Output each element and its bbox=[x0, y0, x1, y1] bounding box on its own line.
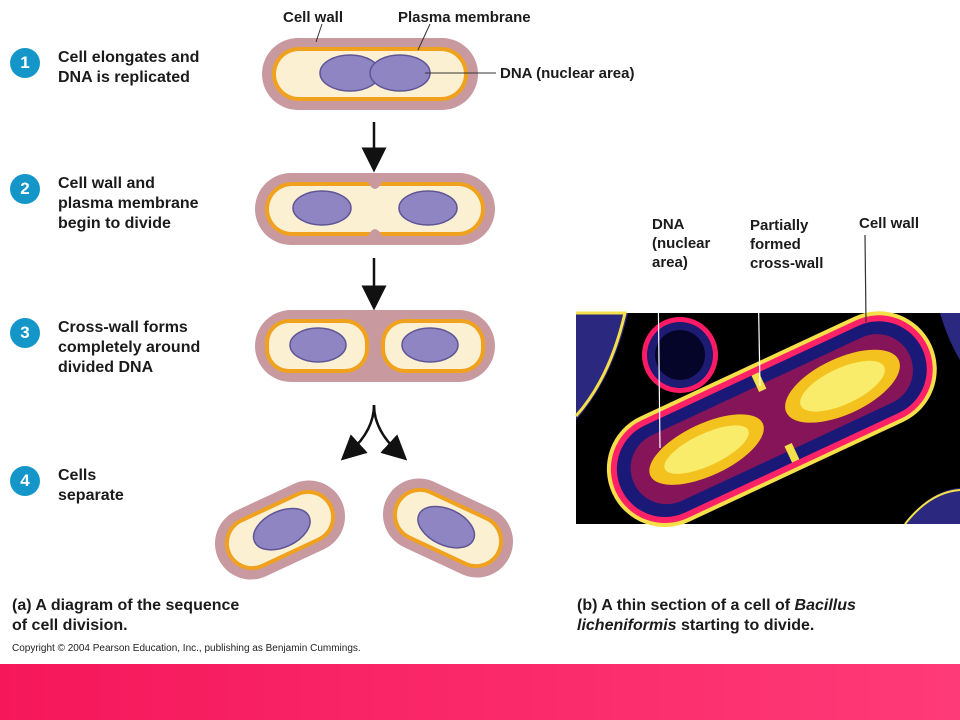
step-number-badge: 4 bbox=[10, 466, 40, 496]
cell-stage-4-left bbox=[214, 480, 346, 580]
step-text: Cell elongates and DNA is replicated bbox=[58, 49, 200, 86]
step-text: Cross-wall forms completely around divid… bbox=[58, 319, 201, 376]
copyright-notice: Copyright © 2004 Pearson Education, Inc.… bbox=[12, 643, 361, 654]
dna-blob bbox=[398, 190, 458, 226]
caption-b-italic2: licheniformis bbox=[577, 617, 677, 634]
dna-blob bbox=[252, 507, 311, 551]
step-4: 4 Cells separate bbox=[10, 466, 258, 506]
caption-b: (b) A thin section of a cell of Bacillus… bbox=[577, 596, 856, 636]
dna-blob bbox=[289, 327, 347, 363]
step-text: Cells separate bbox=[58, 467, 124, 504]
arrow-split-right-icon bbox=[372, 404, 408, 461]
step-number-badge: 2 bbox=[10, 174, 40, 204]
caption-a: (a) A diagram of the sequence of cell di… bbox=[12, 596, 239, 636]
leader-line bbox=[315, 23, 323, 43]
label-cell-wall: Cell wall bbox=[283, 9, 344, 26]
dna-blob bbox=[401, 327, 459, 363]
label-dna-nuclear-area: DNA (nuclear area) bbox=[500, 65, 635, 82]
caption-a-text2: of cell division. bbox=[12, 617, 128, 634]
caption-b-text2: starting to divide. bbox=[681, 617, 815, 634]
cell-stage-3 bbox=[255, 310, 495, 382]
leader-line bbox=[864, 234, 867, 323]
cell-stage-2 bbox=[255, 173, 495, 245]
step-text: Cell wall and plasma membrane begin to d… bbox=[58, 175, 199, 232]
label-plasma-membrane: Plasma membrane bbox=[398, 9, 531, 26]
arrow-split-left-icon bbox=[340, 404, 376, 461]
caption-b-tag: (b) bbox=[577, 597, 598, 614]
step-3: 3 Cross-wall forms completely around div… bbox=[10, 318, 258, 378]
leader-line bbox=[417, 23, 431, 51]
dna-blob bbox=[369, 54, 431, 92]
dna-blob bbox=[417, 505, 476, 549]
leader-line bbox=[757, 275, 761, 387]
leader-line bbox=[657, 275, 661, 449]
step-2: 2 Cell wall and plasma membrane begin to… bbox=[10, 174, 258, 234]
micro-label-cross-wall: Partially formed cross-wall bbox=[750, 217, 824, 272]
cell-stage-4-right bbox=[382, 478, 514, 578]
caption-b-italic1: Bacillus bbox=[794, 597, 856, 614]
dna-blob bbox=[292, 190, 352, 226]
step-number-badge: 3 bbox=[10, 318, 40, 348]
step-number-badge: 1 bbox=[10, 48, 40, 78]
step-1: 1 Cell elongates and DNA is replicated bbox=[10, 48, 258, 88]
micro-label-cell-wall: Cell wall bbox=[859, 215, 920, 232]
caption-a-tag: (a) bbox=[12, 597, 32, 614]
micro-label-dna: DNA (nuclear area) bbox=[652, 216, 711, 271]
footer-band bbox=[0, 664, 960, 720]
micrograph bbox=[574, 234, 960, 528]
caption-a-text: A diagram of the sequence bbox=[35, 597, 240, 614]
caption-b-text: A thin section of a cell of bbox=[601, 597, 791, 614]
cell-stage-1 bbox=[262, 38, 478, 110]
